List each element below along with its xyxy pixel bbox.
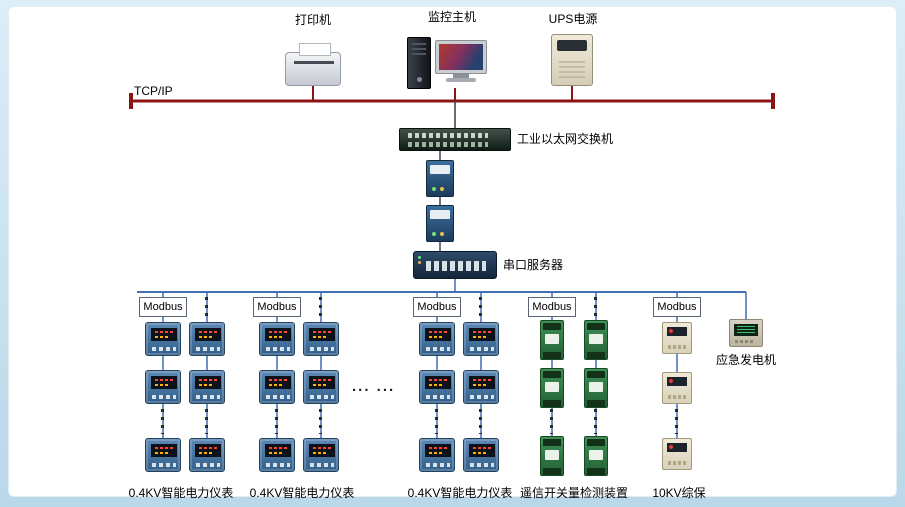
power-meter-icon [259,322,295,356]
protection-relay-icon [662,438,692,470]
host-label: 监控主机 [427,10,476,24]
io-module-icon [584,320,608,360]
power-meter-icon [419,438,455,472]
vertical-ellipsis [319,297,322,317]
vertical-ellipsis [479,409,482,434]
modbus-label: Modbus [253,297,301,317]
power-meter-icon [419,370,455,404]
serial-server-icon [413,251,497,279]
vertical-ellipsis [205,409,208,434]
vertical-ellipsis [205,297,208,317]
vertical-ellipsis [275,409,278,434]
media-converter-icon [426,160,454,197]
printer-icon [285,43,341,86]
ethernet-switch-icon [399,128,511,151]
protection-relay-icon [662,372,692,404]
power-meter-icon [145,370,181,404]
power-meter-icon [189,438,225,472]
power-meter-icon [189,322,225,356]
group4-label: 遥信开关量检测装置 [519,486,628,500]
power-meter-icon [303,370,339,404]
power-meter-icon [145,438,181,472]
protection-relay-icon [662,322,692,354]
monitor-stand [453,74,469,78]
vertical-ellipsis [675,409,678,434]
power-meter-icon [463,438,499,472]
pc-tower-icon [407,37,431,89]
power-meter-icon [145,322,181,356]
modbus-label: Modbus [528,297,576,317]
group-ellipsis: ... ... [352,378,396,395]
ups-label: UPS电源 [548,12,598,26]
vertical-ellipsis [594,409,597,434]
power-meter-icon [259,370,295,404]
power-meter-icon [463,370,499,404]
vertical-ellipsis [479,297,482,317]
group5-label: 10KV综保 [652,486,706,500]
power-meter-icon [259,438,295,472]
power-meter-icon [463,322,499,356]
io-module-icon [540,436,564,476]
ups-icon [551,34,593,86]
serial-server-label: 串口服务器 [503,258,564,272]
group2-label: 0.4KV智能电力仪表 [249,486,355,500]
modbus-label: Modbus [653,297,701,317]
vertical-ellipsis [550,409,553,434]
power-meter-icon [189,370,225,404]
generator-controller-icon [729,319,763,347]
vertical-ellipsis [435,409,438,434]
monitor-icon [435,40,487,82]
power-meter-icon [303,438,339,472]
vertical-ellipsis [319,409,322,434]
printer-label: 打印机 [294,13,331,27]
group3-label: 0.4KV智能电力仪表 [407,486,513,500]
modbus-label: Modbus [139,297,187,317]
modbus-label: Modbus [413,297,461,317]
io-module-icon [540,368,564,408]
vertical-ellipsis [161,409,164,434]
power-meter-icon [303,322,339,356]
monitor-screen [435,40,487,74]
vertical-ellipsis [594,297,597,317]
io-module-icon [540,320,564,360]
io-module-icon [584,436,608,476]
ethernet-switch-label: 工业以太网交换机 [517,132,614,146]
tcp-ip-label: TCP/IP [134,84,173,98]
power-meter-icon [419,322,455,356]
media-converter-icon [426,205,454,242]
monitor-base [446,78,476,82]
monitoring-host-icon [407,36,487,90]
io-module-icon [584,368,608,408]
group1-label: 0.4KV智能电力仪表 [128,486,234,500]
generator-label: 应急发电机 [715,353,776,367]
